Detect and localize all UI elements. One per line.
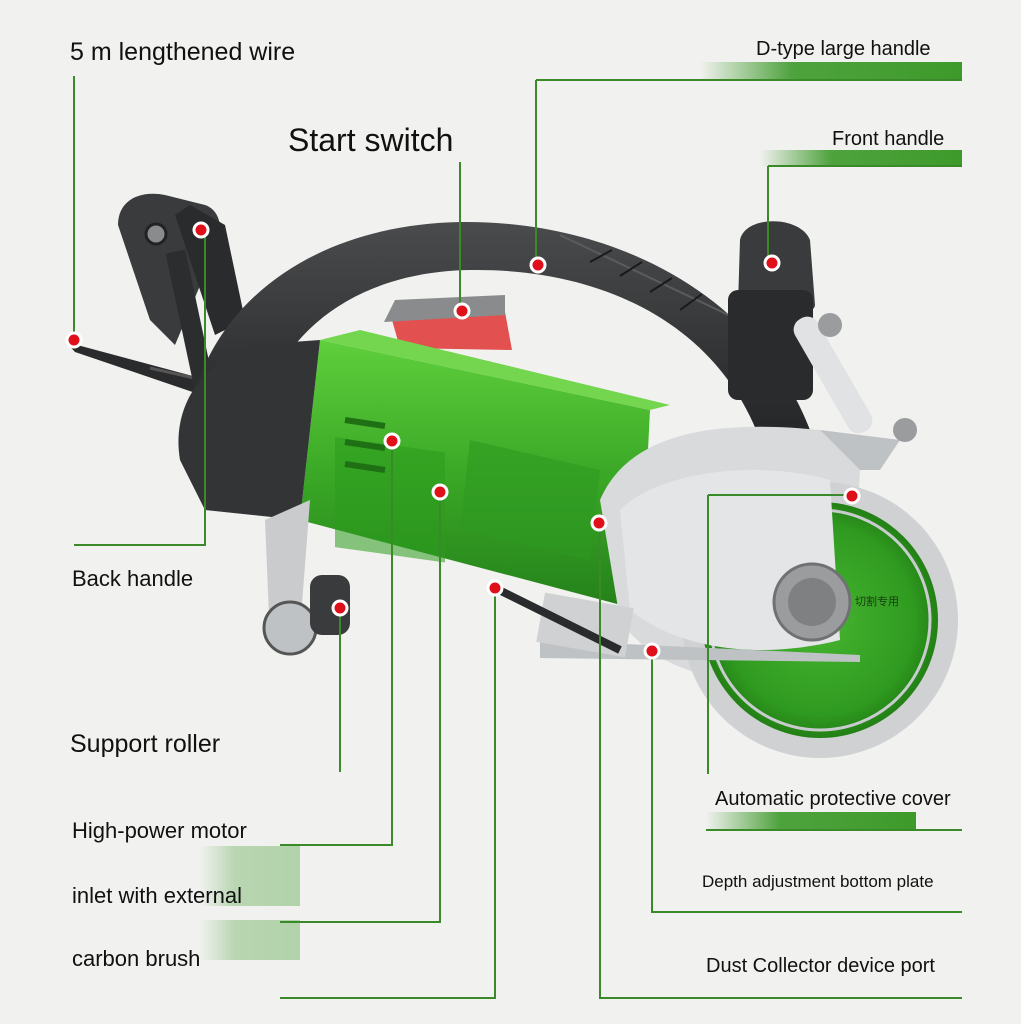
label-motor-line3: carbon brush: [72, 946, 201, 971]
label-back-handle: Back handle: [72, 566, 194, 591]
depth-linkage: [793, 313, 917, 442]
accent-bar-protective-cover: [706, 812, 916, 830]
leader-lines: [73, 76, 962, 999]
label-start-switch: Start switch: [288, 122, 454, 158]
label-d-handle: D-type large handle: [756, 38, 931, 60]
label-motor-line1: High-power motor: [72, 818, 247, 843]
accent-bar-front-handle: [760, 150, 962, 166]
label-motor-line2: inlet with external: [72, 883, 242, 908]
label-depth-plate: Depth adjustment bottom plate: [702, 872, 934, 891]
accent-bar-motor: [200, 846, 300, 906]
label-support-roller: Support roller: [70, 730, 221, 758]
label-wire: 5 m lengthened wire: [70, 38, 296, 66]
blade-text: 切割专用: [855, 594, 899, 608]
label-front-handle: Front handle: [832, 128, 945, 150]
motor-housing: [300, 330, 670, 610]
accent-bar-d-handle: [700, 62, 962, 80]
front-handle-body: [728, 221, 815, 400]
label-protective-cover: Automatic protective cover: [715, 788, 951, 810]
d-handle-body: [184, 221, 811, 470]
support-roller-body: [262, 500, 350, 656]
rear-housing: [178, 340, 320, 520]
label-dust-port: Dust Collector device port: [706, 955, 935, 977]
markers: [65, 221, 861, 660]
accent-bar-motor-left: [200, 920, 300, 960]
start-switch-trigger: [392, 312, 512, 350]
